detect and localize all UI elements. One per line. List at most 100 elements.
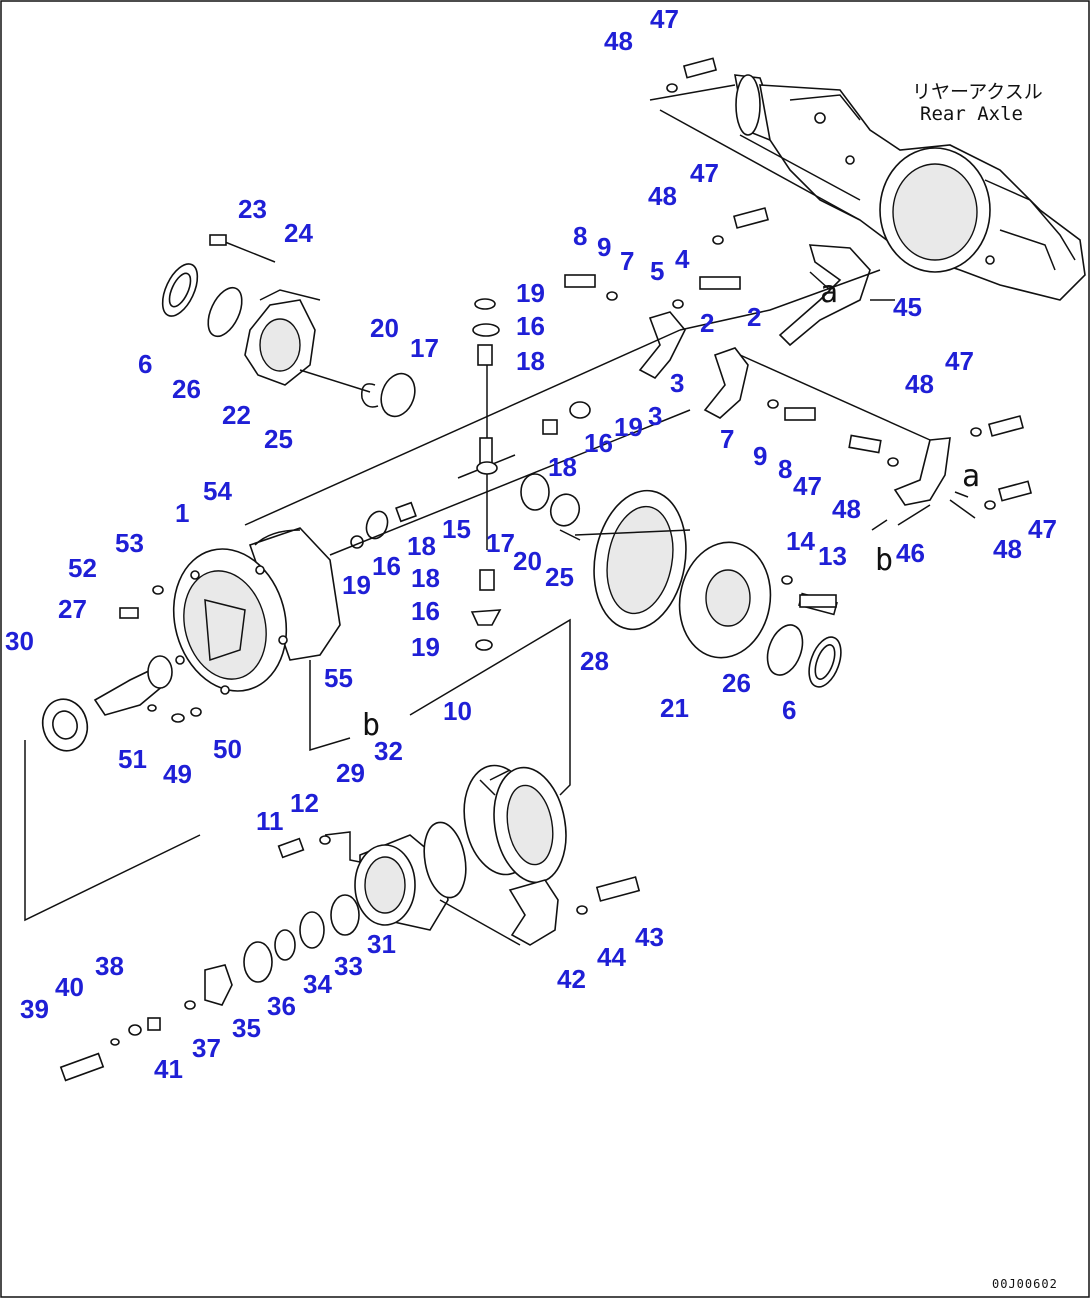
callout-50: 50	[213, 734, 242, 764]
callout-26: 26	[722, 668, 751, 698]
callout-9: 9	[753, 441, 767, 471]
bracket-46	[666, 57, 1033, 608]
callout-17: 17	[486, 528, 515, 558]
callout-2: 2	[747, 302, 761, 332]
callout-19: 19	[411, 632, 440, 662]
callout-32: 32	[374, 736, 403, 766]
callout-16: 16	[411, 596, 440, 626]
callout-16: 16	[516, 311, 545, 341]
callout-18: 18	[407, 531, 436, 561]
callout-21: 21	[660, 693, 689, 723]
callout-26: 26	[172, 374, 201, 404]
callout-39: 39	[20, 994, 49, 1024]
leader-lines	[24, 84, 976, 946]
bracket-45	[778, 244, 871, 347]
differential-case-21	[678, 541, 842, 688]
rear-axle-housing	[734, 74, 1086, 301]
callout-24: 24	[284, 218, 313, 248]
callout-19: 19	[614, 412, 643, 442]
callout-12: 12	[290, 788, 319, 818]
callout-labels: 47 48 47 48 23 24 8 9 7 5 4 19 16 18 2 2…	[5, 4, 1057, 1084]
callout-1: 1	[175, 498, 189, 528]
ref-letter-a-right: a	[962, 459, 980, 494]
callout-48: 48	[648, 181, 677, 211]
callout-47: 47	[1028, 514, 1057, 544]
callout-52: 52	[68, 553, 97, 583]
drawing-code: 00J00602	[992, 1277, 1058, 1291]
callout-55: 55	[324, 663, 353, 693]
callout-54: 54	[203, 476, 232, 506]
callout-20: 20	[513, 546, 542, 576]
output-shaft-stack	[59, 835, 360, 1082]
callout-34: 34	[303, 969, 332, 999]
callout-7: 7	[620, 246, 634, 276]
callout-3: 3	[648, 401, 662, 431]
callout-7: 7	[720, 424, 734, 454]
callout-40: 40	[55, 972, 84, 1002]
callout-11: 11	[256, 806, 284, 836]
callout-42: 42	[557, 964, 586, 994]
callout-25: 25	[545, 562, 574, 592]
callout-5: 5	[650, 256, 664, 286]
callout-22: 22	[222, 400, 251, 430]
callout-2: 2	[700, 308, 714, 338]
callout-18: 18	[548, 452, 577, 482]
callout-6: 6	[782, 695, 796, 725]
callout-15: 15	[442, 514, 471, 544]
pinion-group	[41, 585, 202, 752]
callout-44: 44	[597, 942, 626, 972]
bearing-caps	[564, 274, 816, 421]
callout-51: 51	[118, 744, 147, 774]
callout-14: 14	[786, 526, 815, 556]
ref-letter-b-right: b	[875, 543, 893, 578]
callout-8: 8	[778, 454, 792, 484]
left-carrier-group	[161, 234, 316, 386]
callout-27: 27	[58, 594, 87, 624]
ref-letter-b-left: b	[362, 708, 380, 743]
callout-9: 9	[597, 232, 611, 262]
callout-19: 19	[342, 570, 371, 600]
callout-18: 18	[516, 346, 545, 376]
callout-35: 35	[232, 1013, 261, 1043]
callout-23: 23	[238, 194, 267, 224]
callout-47: 47	[793, 471, 822, 501]
differential-spider-group	[350, 298, 591, 651]
callout-4: 4	[675, 244, 690, 274]
callout-48: 48	[832, 494, 861, 524]
planetary-carrier-10	[463, 764, 567, 884]
callout-3: 3	[670, 368, 684, 398]
callout-29: 29	[336, 758, 365, 788]
callout-16: 16	[372, 551, 401, 581]
bracket-42-and-bolt	[508, 876, 641, 946]
callout-46: 46	[896, 538, 925, 568]
ref-letter-a-upper: a	[820, 275, 838, 310]
rear-axle-jp-label: リヤーアクスル	[912, 81, 1043, 103]
callout-49: 49	[163, 759, 192, 789]
callout-47: 47	[690, 158, 719, 188]
callout-48: 48	[905, 369, 934, 399]
callout-18: 18	[411, 563, 440, 593]
callout-6: 6	[138, 349, 152, 379]
callout-37: 37	[192, 1033, 221, 1063]
callout-36: 36	[267, 991, 296, 1021]
callout-48: 48	[604, 26, 633, 56]
callout-31: 31	[367, 929, 396, 959]
callout-8: 8	[573, 221, 587, 251]
callout-28: 28	[580, 646, 609, 676]
callout-53: 53	[115, 528, 144, 558]
callout-43: 43	[635, 922, 664, 952]
callout-16: 16	[584, 428, 613, 458]
callout-13: 13	[818, 541, 847, 571]
callout-33: 33	[334, 951, 363, 981]
output-housing-29	[354, 821, 467, 931]
callout-38: 38	[95, 951, 124, 981]
rear-axle-en-label: Rear Axle	[920, 103, 1023, 125]
callout-30: 30	[5, 626, 34, 656]
callout-25: 25	[264, 424, 293, 454]
callout-47: 47	[650, 4, 679, 34]
callout-47: 47	[945, 346, 974, 376]
callout-10: 10	[443, 696, 472, 726]
callout-20: 20	[370, 313, 399, 343]
